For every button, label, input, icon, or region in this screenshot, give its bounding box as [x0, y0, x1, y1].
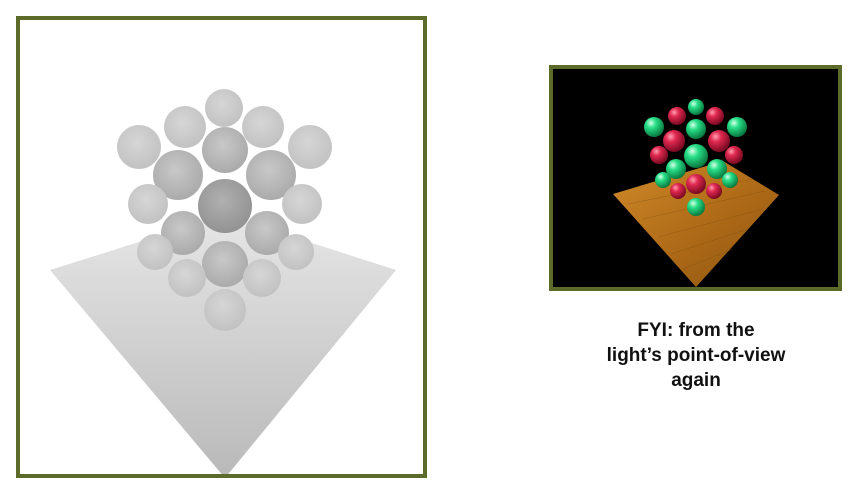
caption-line-2: light’s point-of-view	[606, 345, 786, 366]
depth-map-image	[16, 16, 427, 478]
caption-line-1: FYI: from the	[637, 320, 755, 341]
depth-spheres	[117, 89, 332, 331]
depth-map-illustration	[50, 89, 396, 474]
color-render-illustration	[553, 69, 838, 287]
color-render-image	[549, 65, 842, 291]
render-spheres	[644, 99, 747, 216]
caption-line-3: again	[671, 370, 721, 391]
depth-floor	[50, 215, 396, 474]
caption-text: FYI: from the light’s point-of-view agai…	[566, 318, 826, 393]
wooden-floor	[613, 161, 779, 287]
